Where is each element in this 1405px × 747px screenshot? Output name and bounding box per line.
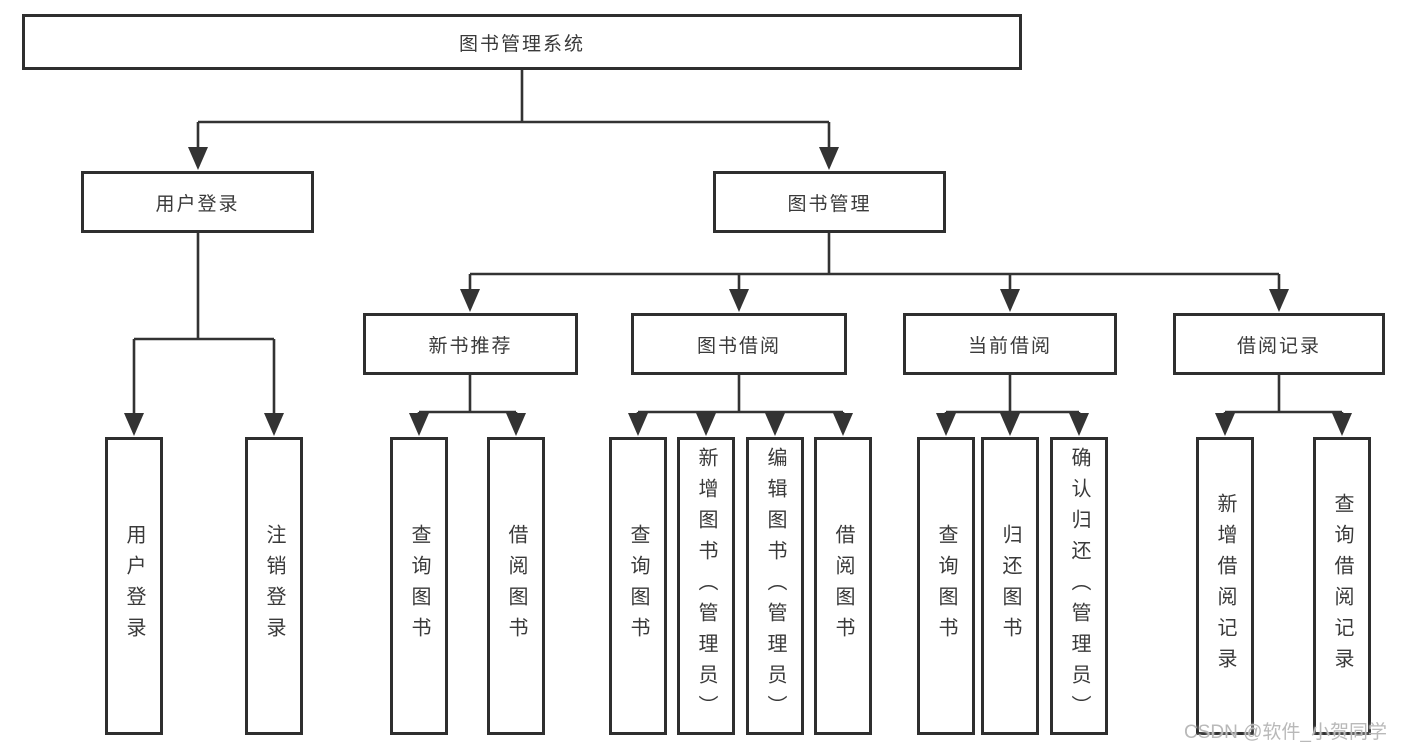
leaf-borrow-books-1: 借阅图书 [487, 437, 545, 735]
node-label: 当前借阅 [967, 335, 1052, 357]
leaf-user-login: 用户登录 [105, 437, 163, 735]
arrowhead-icon [1069, 413, 1089, 436]
node-label: 注销登录 [263, 524, 285, 648]
arrowhead-icon [506, 413, 526, 436]
leaf-query-borrow-record: 查询借阅记录 [1313, 437, 1371, 735]
leaf-return-books: 归还图书 [981, 437, 1039, 735]
node-label: 查询图书 [627, 524, 649, 648]
leaf-edit-books-admin: 编辑图书（管理员） [746, 437, 804, 735]
node-new-book-recommend: 新书推荐 [363, 313, 578, 375]
node-label: 图书管理 [787, 193, 872, 215]
node-label: 新书推荐 [428, 335, 513, 357]
arrowhead-icon [833, 413, 853, 436]
node-label: 确认归还（管理员） [1068, 446, 1090, 726]
node-label: 归还图书 [999, 524, 1021, 648]
arrowhead-icon [188, 147, 208, 170]
arrowhead-icon [124, 413, 144, 436]
arrowhead-icon [409, 413, 429, 436]
node-label: 用户登录 [123, 524, 145, 648]
arrowhead-icon [1269, 289, 1289, 312]
leaf-logout: 注销登录 [245, 437, 303, 735]
node-label: 查询借阅记录 [1331, 493, 1353, 679]
node-label: 编辑图书（管理员） [764, 446, 786, 726]
leaf-query-books-1: 查询图书 [390, 437, 448, 735]
leaf-borrow-books-2: 借阅图书 [814, 437, 872, 735]
node-label: 用户登录 [155, 193, 240, 215]
arrowhead-icon [1332, 413, 1352, 436]
leaf-query-books-3: 查询图书 [917, 437, 975, 735]
arrowhead-icon [729, 289, 749, 312]
node-label: 图书借阅 [696, 335, 781, 357]
arrowhead-icon [819, 147, 839, 170]
arrowhead-icon [264, 413, 284, 436]
node-current-borrow: 当前借阅 [903, 313, 1117, 375]
node-label: 借阅图书 [505, 524, 527, 648]
node-label: 图书管理系统 [458, 33, 585, 55]
arrowhead-icon [936, 413, 956, 436]
leaf-query-books-2: 查询图书 [609, 437, 667, 735]
arrowhead-icon [1000, 413, 1020, 436]
node-label: 新增图书（管理员） [695, 446, 717, 726]
node-label: 借阅图书 [832, 524, 854, 648]
arrowhead-icon [696, 413, 716, 436]
node-label: 新增借阅记录 [1214, 493, 1236, 679]
arrowhead-icon [1215, 413, 1235, 436]
csdn-watermark: CSDN @软件_小贺同学 [1184, 722, 1387, 743]
node-label: 查询图书 [935, 524, 957, 648]
node-library-system: 图书管理系统 [22, 14, 1022, 70]
node-book-borrow: 图书借阅 [631, 313, 847, 375]
arrowhead-icon [460, 289, 480, 312]
node-book-management: 图书管理 [713, 171, 946, 233]
leaf-add-borrow-record: 新增借阅记录 [1196, 437, 1254, 735]
node-borrow-records: 借阅记录 [1173, 313, 1385, 375]
node-label: 查询图书 [408, 524, 430, 648]
node-label: 借阅记录 [1236, 335, 1321, 357]
arrowhead-icon [628, 413, 648, 436]
leaf-confirm-return-admin: 确认归还（管理员） [1050, 437, 1108, 735]
node-user-login: 用户登录 [81, 171, 314, 233]
arrowhead-icon [1000, 289, 1020, 312]
leaf-add-books-admin: 新增图书（管理员） [677, 437, 735, 735]
arrowhead-icon [765, 413, 785, 436]
